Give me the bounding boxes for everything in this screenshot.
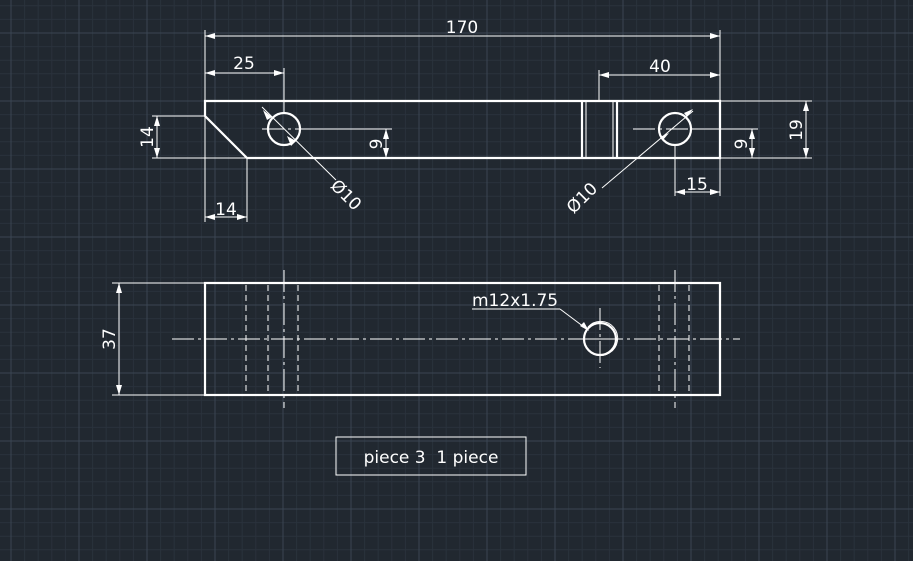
dimension-right-hole-height[interactable]: 9	[691, 128, 758, 159]
left-hole-hidden-lines	[245, 270, 299, 408]
title-box[interactable]: piece 3 1 piece	[335, 436, 527, 476]
dimension-left-hole-offset[interactable]: 25	[205, 54, 285, 113]
thread-callout-leader[interactable]: m12x1.75	[472, 291, 589, 331]
dimension-overall-length[interactable]: 170	[204, 18, 721, 101]
dim-15-label: 15	[686, 175, 708, 195]
thread-callout-label: m12x1.75	[472, 291, 558, 311]
dim-37-label: 37	[100, 328, 120, 350]
dim-19-label: 19	[787, 119, 807, 141]
dimension-chamfer-width[interactable]: 14	[204, 116, 248, 222]
dimension-total-height[interactable]: 19	[720, 100, 812, 159]
dim-14-horizontal-label: 14	[215, 200, 237, 220]
right-hole-hidden-lines	[658, 270, 690, 408]
dim-40-label: 40	[649, 57, 671, 77]
top-view[interactable]: 170 25 40 14	[138, 18, 812, 222]
title-box-text: piece 3 1 piece	[364, 448, 499, 468]
dim-9-right-label: 9	[732, 139, 752, 150]
dim-9-left-label: 9	[367, 139, 387, 150]
dim-25-label: 25	[233, 54, 255, 74]
dim-170-label: 170	[446, 18, 478, 38]
left-hole-diameter-label: Ø10	[326, 176, 365, 215]
dimension-right-hole-edge[interactable]: 15	[674, 145, 721, 196]
dimension-width[interactable]: 37	[100, 282, 205, 396]
dimension-right-hole-offset[interactable]: 40	[598, 57, 720, 101]
threaded-hole-m12[interactable]	[582, 308, 619, 368]
threaded-hole-section[interactable]	[580, 101, 619, 158]
dimension-left-hole-height[interactable]: 9	[300, 128, 392, 158]
front-view[interactable]: m12x1.75 37	[100, 270, 740, 408]
dimension-chamfer-height[interactable]: 14	[138, 115, 247, 159]
dim-14-vertical-label: 14	[138, 126, 158, 148]
leader-left-hole-diameter[interactable]: Ø10	[261, 106, 365, 215]
top-view-outline[interactable]	[203, 99, 722, 160]
